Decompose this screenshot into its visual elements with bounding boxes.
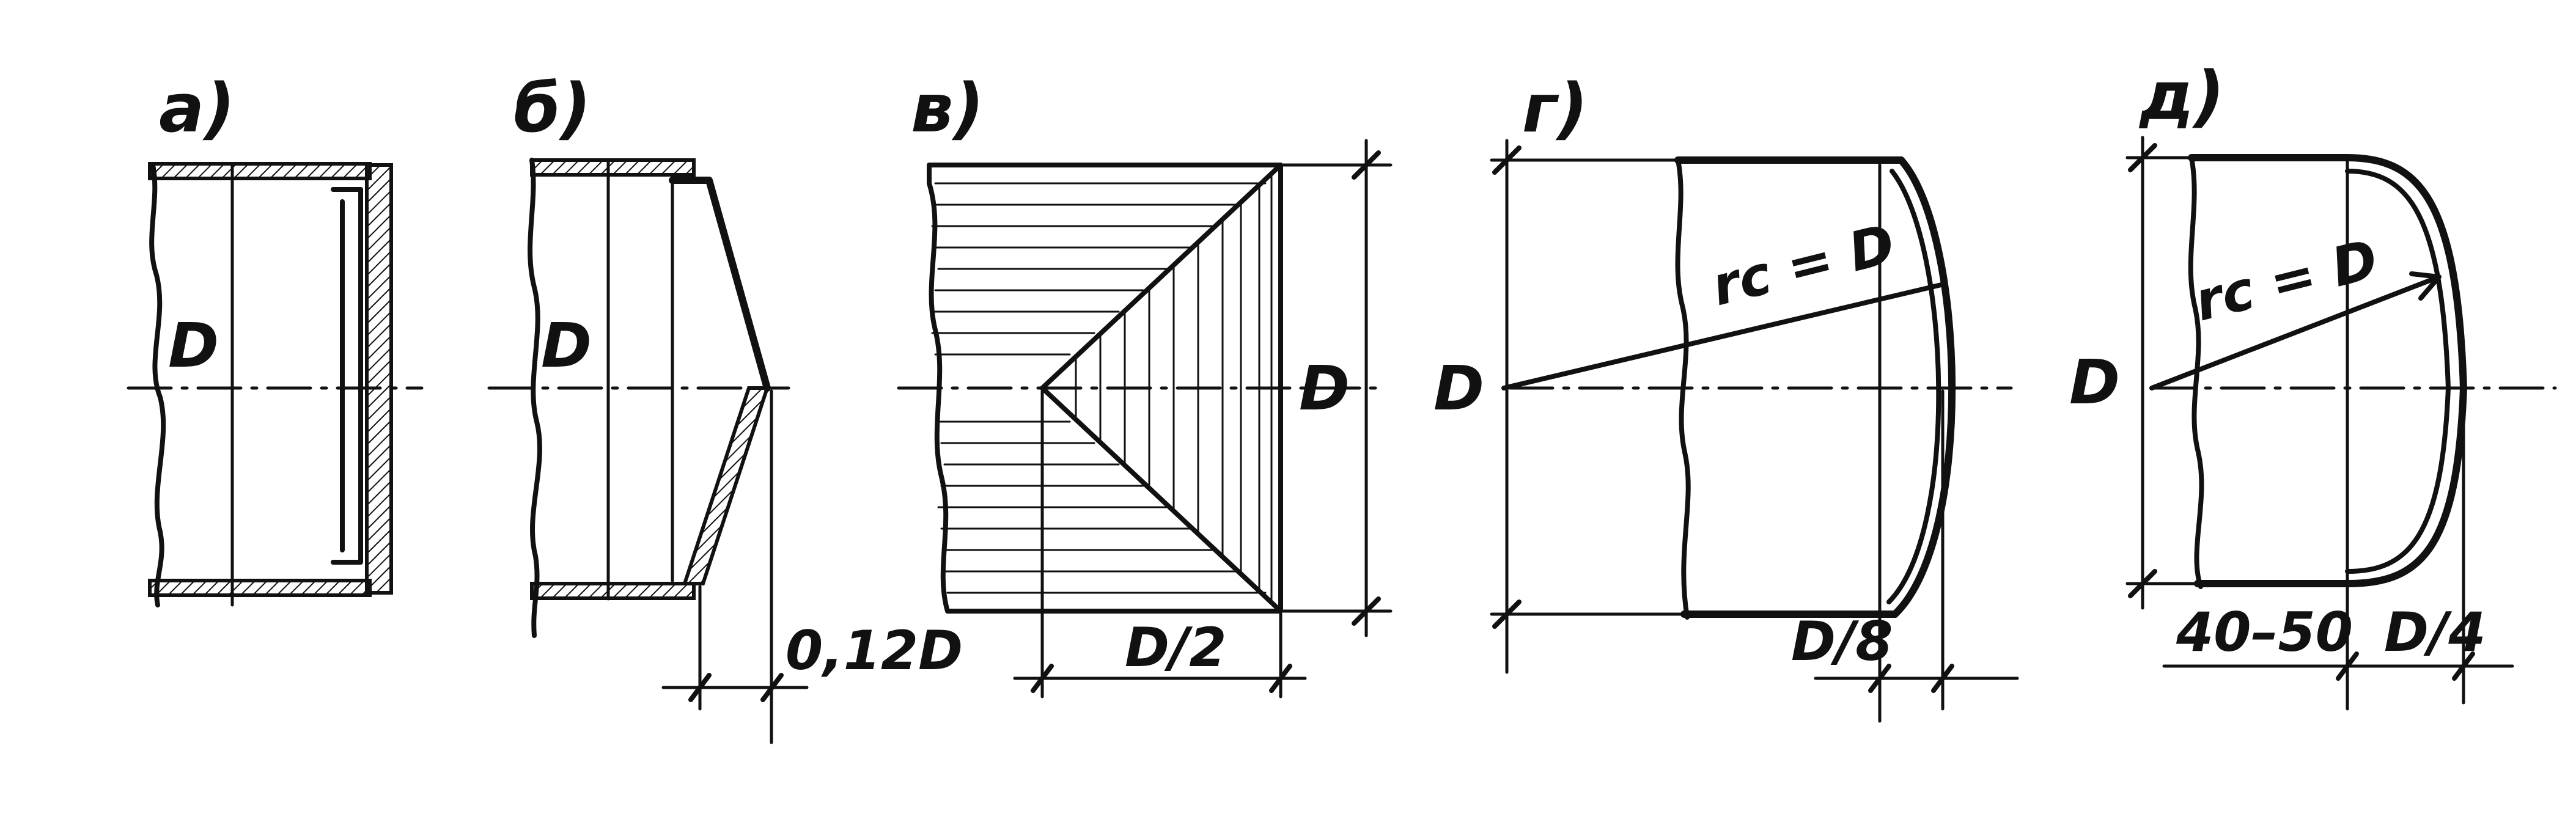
panel-a-label: а) xyxy=(159,69,235,147)
panel-g-dished-head: г) rc = D D D/8 xyxy=(1433,69,2019,723)
panel-v-outline xyxy=(927,163,1283,614)
panel-v-label: в) xyxy=(911,69,984,147)
panel-b-dim-tick-1 xyxy=(688,673,712,702)
panel-g-dim-tick-2 xyxy=(1931,664,1954,693)
panel-g-dimension-label: D/8 xyxy=(1791,610,1893,673)
panel-d-dim-tick-bottom xyxy=(2128,569,2157,598)
panel-g-dim-tick-1 xyxy=(1868,664,1891,693)
panel-a-diameter-label: D xyxy=(168,310,219,381)
panel-b-dimension-label: 0,12D xyxy=(786,619,963,682)
panel-a-top-wall xyxy=(148,162,372,180)
panel-a-flat-head: а) D xyxy=(127,69,424,607)
panel-g-radius-line xyxy=(1501,282,1946,391)
panel-a-bottom-wall xyxy=(148,579,372,597)
panel-a-head-plate xyxy=(365,163,393,595)
panel-v-dim-tick-top xyxy=(1352,150,1381,180)
panel-d-radius-arrowhead xyxy=(2409,271,2442,301)
panel-g-dim-tick-top xyxy=(1492,145,1522,175)
panel-v-dimension-label: D/2 xyxy=(1125,616,1226,679)
panel-b-dim-tick-2 xyxy=(760,673,784,702)
panel-d-diameter-label: D xyxy=(2069,346,2120,418)
panel-d-dim-tick-1 xyxy=(2336,651,2359,681)
panel-b-top-wall xyxy=(530,158,696,177)
panel-g-break-line xyxy=(1675,158,1691,620)
panel-b-cone-upper xyxy=(669,177,771,392)
panel-g-label: г) xyxy=(1522,69,1588,147)
panel-d-dim-tick-top xyxy=(2128,143,2157,172)
panel-d-radius-line xyxy=(2149,276,2438,391)
panel-v-cone-top xyxy=(1040,163,1283,391)
panel-d-radius-label: rc = D xyxy=(2188,227,2384,333)
panel-v-dim-tick-1 xyxy=(1031,664,1054,693)
panel-g-dim-tick-bottom xyxy=(1492,600,1522,629)
panel-v-cone-bottom xyxy=(1040,386,1283,614)
panel-d-dimension-label-40-50: 40–50 xyxy=(2176,601,2353,664)
panel-v-shading-vertical xyxy=(1075,172,1273,604)
panel-d-dimension-label: D/4 xyxy=(2384,601,2486,664)
panel-d-dim-tick-2 xyxy=(2452,651,2475,681)
panel-b-label: б) xyxy=(513,69,591,147)
panel-d-elliptical-head: д) rc = D D 40–50 D/4 xyxy=(2069,57,2557,711)
panel-a-flange xyxy=(331,187,363,565)
panel-d-break-line xyxy=(2188,155,2204,589)
panel-g-dish-outer xyxy=(1891,156,1956,618)
panel-b-bottom-wall xyxy=(530,582,696,600)
panel-v-conical-head: в) xyxy=(897,69,1393,698)
panel-a-break-line xyxy=(149,163,166,607)
panel-v-dim-tick-2 xyxy=(1269,664,1292,693)
panel-b-break-line xyxy=(528,158,542,638)
panel-g-diameter-label: D xyxy=(1433,353,1484,424)
panel-b-cone-lower xyxy=(682,386,770,585)
panel-b-conical-head: б) D 0,12D xyxy=(487,69,963,744)
panel-v-diameter-label: D xyxy=(1299,353,1350,424)
panel-b-diameter-label: D xyxy=(541,310,592,381)
panel-d-label: д) xyxy=(2138,57,2225,135)
panel-v-dim-tick-bottom xyxy=(1352,596,1381,626)
